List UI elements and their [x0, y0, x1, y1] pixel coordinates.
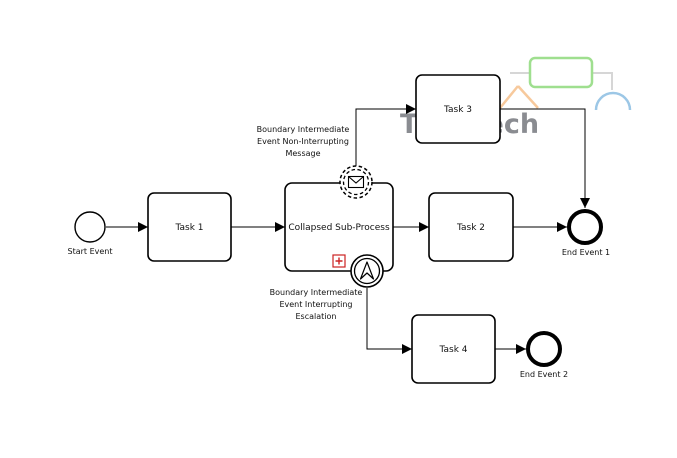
boundary-escalation-event[interactable] [350, 254, 384, 288]
sequence-flows [106, 104, 590, 354]
task-4[interactable]: Task 4 [411, 314, 496, 384]
task-3-label: Task 3 [443, 105, 472, 115]
end-event-1[interactable]: End Event 1 [562, 209, 610, 257]
task-4-label: Task 4 [438, 345, 467, 355]
task-1-box[interactable] [147, 192, 232, 262]
boundary-message-label-line-2: Event Non-Interrupting [257, 137, 349, 146]
boundary-escalation-label-line-1: Boundary Intermediate [270, 288, 363, 297]
end-event-2-label: End Event 2 [520, 370, 568, 379]
task-3-box[interactable] [415, 74, 501, 144]
task-1[interactable]: Task 1 [147, 192, 232, 262]
task-2[interactable]: Task 2 [428, 192, 514, 262]
watermark-connector [510, 72, 613, 90]
boundary-escalation-label-line-2: Event Interrupting [279, 300, 352, 309]
subprocess-box[interactable] [284, 182, 394, 272]
collapsed-subprocess[interactable]: Collapsed Sub-Process [284, 182, 394, 272]
task-4-box[interactable] [411, 314, 496, 384]
watermark-orange-line [499, 85, 519, 109]
end-event-1-label: End Event 1 [562, 248, 610, 257]
task-3[interactable]: Task 3 [415, 74, 501, 144]
boundary-message-label-line-1: Boundary Intermediate [257, 125, 350, 134]
boundary-escalation-label: Boundary Intermediate Event Interrupting… [270, 288, 363, 321]
task-2-label: Task 2 [456, 223, 485, 233]
plus-square-icon[interactable] [332, 254, 346, 268]
subprocess-label: Collapsed Sub-Process [288, 223, 390, 233]
end-event-2[interactable]: End Event 2 [520, 331, 568, 379]
watermark-green-box [528, 56, 594, 89]
watermark-orange-line-2 [517, 85, 539, 109]
boundary-message-label-line-3: Message [285, 149, 320, 158]
flow-message-to-task3[interactable] [355, 104, 416, 166]
start-event[interactable]: Start Event [67, 211, 113, 256]
start-event-circle[interactable] [74, 211, 106, 243]
start-event-label: Start Event [67, 247, 112, 256]
watermark-blue-arc [594, 91, 632, 111]
envelope-icon [347, 175, 365, 189]
end-event-1-circle[interactable] [567, 209, 603, 245]
end-event-2-circle[interactable] [526, 331, 562, 367]
flow-escalation-to-task4[interactable] [366, 288, 412, 354]
boundary-message-label: Boundary Intermediate Event Non-Interrup… [257, 125, 350, 158]
boundary-escalation-label-line-3: Escalation [296, 312, 337, 321]
escalation-icon [359, 261, 375, 280]
task-1-label: Task 1 [174, 223, 203, 233]
task-2-box[interactable] [428, 192, 514, 262]
flow-task3-to-end1[interactable] [500, 108, 590, 208]
boundary-message-event[interactable] [339, 165, 373, 199]
